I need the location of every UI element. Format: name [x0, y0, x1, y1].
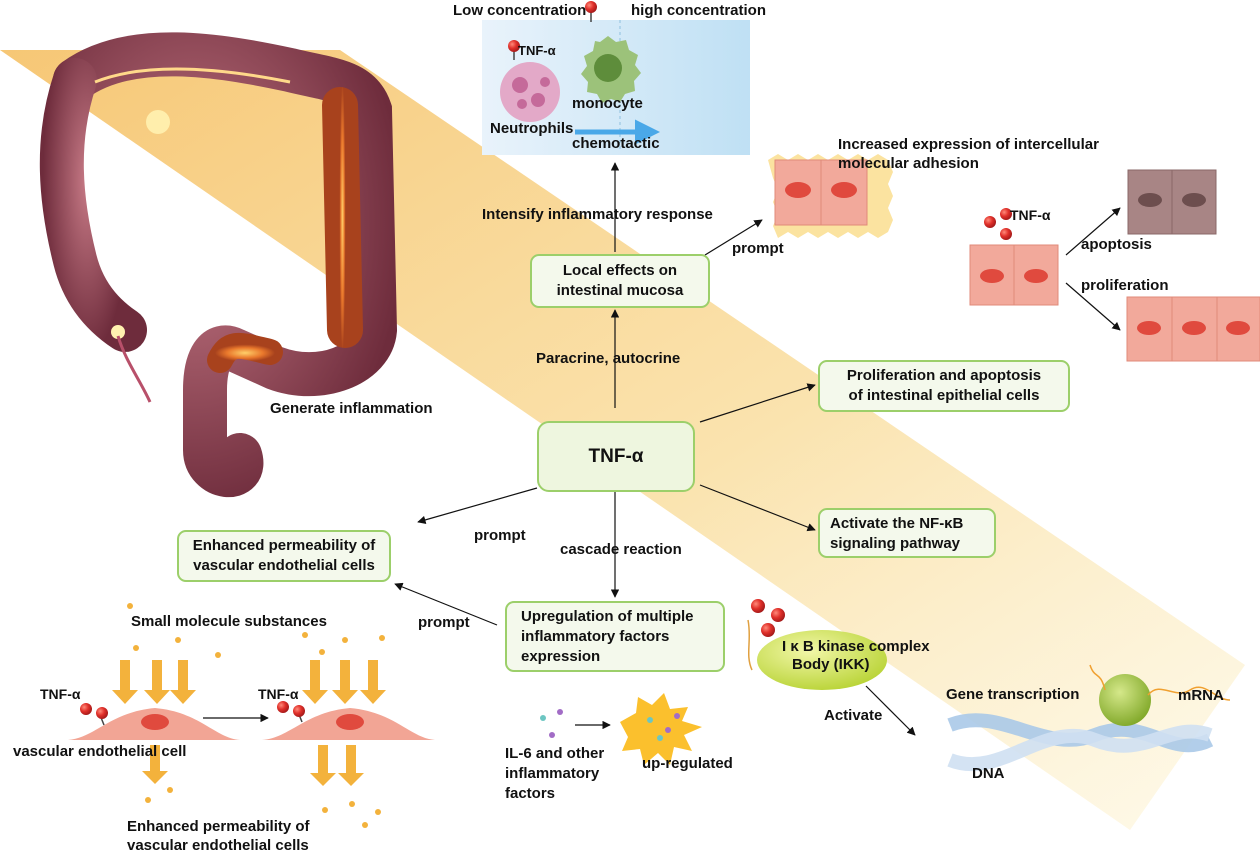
nfkb-box: Activate the NF-κB signaling pathway	[818, 508, 996, 558]
tnf-alpha-center-label: TNF-α	[588, 445, 644, 467]
tnf-ball-icon	[80, 703, 108, 726]
colon-caption: Generate inflammation	[270, 400, 433, 417]
cytokines-line3: factors	[505, 785, 556, 802]
tnf-ball-icon	[585, 1, 597, 22]
proliferation-apoptosis-box: Proliferation and apoptosis of intestina…	[818, 360, 1070, 412]
local-effects-line1: Local effects on	[562, 262, 678, 279]
prompt-permeability-label: prompt	[418, 614, 470, 631]
adhesion-label-line1: Increased expression of intercellular	[838, 136, 1099, 153]
endo-tnf-right-label: TNF-α	[258, 686, 299, 702]
monocyte-label: monocyte	[572, 95, 643, 112]
paracrine-label: Paracrine, autocrine	[536, 350, 681, 367]
upregulation-line3: expression	[521, 648, 601, 665]
upregulation-line1: Upregulation of multiple	[521, 608, 694, 625]
upregulated-label: up-regulated	[642, 755, 733, 772]
flow-arrows	[203, 162, 916, 736]
gene-transcription-label: Gene transcription	[946, 686, 1080, 703]
ikk-label-line1: I κ B kinase complex	[782, 638, 930, 655]
high-concentration-label: high concentration	[631, 2, 766, 19]
bottom-permeability-line1: Enhanced permeability of	[127, 818, 310, 835]
nfkb-line2: signaling pathway	[830, 535, 961, 552]
local-effects-box: Local effects on intestinal mucosa	[530, 254, 710, 308]
permeability-line2: vascular endothelial cells	[193, 557, 375, 574]
endothelial-cell-label: vascular endothelial cell	[13, 743, 187, 760]
mrna-label: mRNA	[1178, 687, 1224, 704]
dna-illustration	[947, 664, 1231, 772]
adhesion-epithelium-illustration	[768, 154, 893, 238]
chemotactic-label: chemotactic	[572, 135, 660, 152]
upregulation-box: Upregulation of multiple inflammatory fa…	[505, 601, 725, 672]
cytokines-line2: inflammatory	[505, 765, 600, 782]
cascade-label: cascade reaction	[560, 541, 682, 558]
bottom-permeability-line2: vascular endothelial cells	[127, 837, 309, 854]
permeability-line1: Enhanced permeability of	[192, 537, 376, 554]
proliferation-apoptosis-line2: of intestinal epithelial cells	[848, 387, 1040, 404]
small-molecules-label: Small molecule substances	[131, 613, 327, 630]
prompt-epithelium-label: prompt	[732, 240, 784, 257]
permeability-box: Enhanced permeability of vascular endoth…	[177, 530, 391, 582]
chemotaxis-panel	[482, 1, 750, 155]
nfkb-line1: Activate the NF-κB	[830, 515, 964, 532]
proliferation-label: proliferation	[1081, 277, 1169, 294]
ikk-label-line2: Body (IKK)	[792, 656, 870, 673]
colon-illustration	[39, 32, 398, 497]
adhesion-label-line2: molecular adhesion	[838, 155, 979, 172]
endothelial-illustration	[68, 603, 435, 828]
neutrophils-label: Neutrophils	[490, 120, 574, 137]
ikk-complex-illustration	[747, 599, 887, 690]
endo-tnf-left-label: TNF-α	[40, 686, 81, 702]
tnf-ball-icon	[984, 208, 1012, 240]
activate-label: Activate	[824, 707, 883, 724]
neutrophil-cell	[500, 62, 560, 122]
fate-tnf-label: TNF-α	[1010, 207, 1051, 223]
intensify-label: Intensify inflammatory response	[482, 206, 713, 223]
monocyte-cell	[581, 36, 641, 103]
cytokine-illustration	[540, 693, 702, 765]
tnf-label: TNF-α	[518, 43, 556, 58]
tnf-ball-icon	[508, 40, 520, 60]
tnf-ball-icon	[277, 701, 305, 723]
apoptosis-label: apoptosis	[1081, 236, 1152, 253]
dna-label: DNA	[972, 765, 1005, 782]
tnf-ball-icon	[751, 599, 785, 637]
epithelial-fate-illustration	[969, 169, 1260, 362]
cytokines-line1: IL-6 and other	[505, 745, 605, 762]
low-concentration-label: Low concentration	[453, 2, 587, 19]
tnf-alpha-center-node: TNF-α	[537, 421, 695, 492]
upregulation-line2: inflammatory factors	[521, 628, 670, 645]
proliferation-apoptosis-line1: Proliferation and apoptosis	[846, 367, 1042, 384]
prompt-left-label: prompt	[474, 527, 526, 544]
local-effects-line2: intestinal mucosa	[556, 282, 684, 299]
